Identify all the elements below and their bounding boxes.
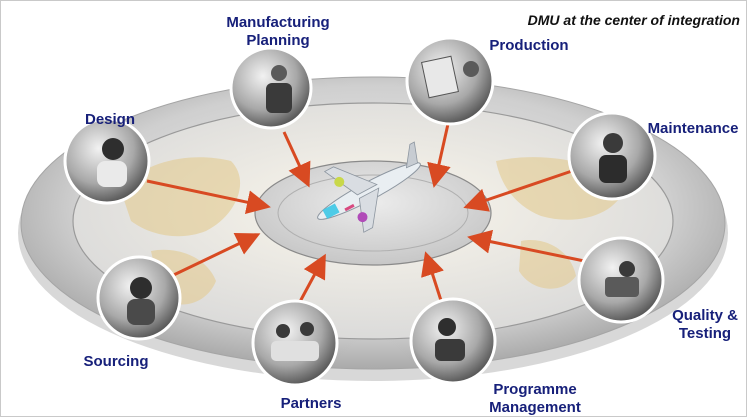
- label-production: Production: [489, 37, 569, 54]
- photo-programme-management: [409, 297, 497, 385]
- label-manufacturing-planning: Manufacturing Planning: [210, 14, 346, 50]
- label-quality-testing-line2: Testing: [678, 325, 732, 342]
- label-quality-testing: Quality & Testing: [665, 307, 745, 343]
- photo-production: [405, 36, 495, 126]
- label-manufacturing-planning-line1: Manufacturing: [226, 14, 330, 31]
- label-programme-management-line1: Programme: [493, 381, 577, 398]
- photo-maintenance: [567, 111, 657, 201]
- photo-manufacturing-planning: [229, 46, 313, 130]
- arrow-quality-testing: [467, 229, 595, 265]
- label-maintenance: Maintenance: [647, 120, 739, 137]
- label-design: Design: [84, 111, 135, 128]
- photo-sourcing: [96, 255, 182, 341]
- arrow-maintenance: [463, 169, 573, 212]
- photo-quality-testing: [577, 236, 665, 324]
- label-programme-management: Programme Management: [475, 381, 595, 417]
- label-partners: Partners: [280, 395, 342, 412]
- arrow-sourcing: [158, 232, 261, 284]
- aircraft-icon: [317, 141, 421, 233]
- label-programme-management-line2: Management: [489, 399, 581, 416]
- arrow-manufacturing-planning: [282, 131, 311, 188]
- label-quality-testing-line1: Quality &: [672, 307, 738, 324]
- photo-partners: [251, 299, 339, 387]
- arrow-production: [427, 123, 451, 188]
- platform: [18, 76, 728, 381]
- label-sourcing: Sourcing: [83, 353, 149, 370]
- arrow-design: [146, 179, 271, 215]
- photo-design: [63, 117, 151, 205]
- label-manufacturing-planning-line2: Planning: [246, 32, 310, 49]
- diagram-title: DMU at the center of integration: [527, 12, 740, 28]
